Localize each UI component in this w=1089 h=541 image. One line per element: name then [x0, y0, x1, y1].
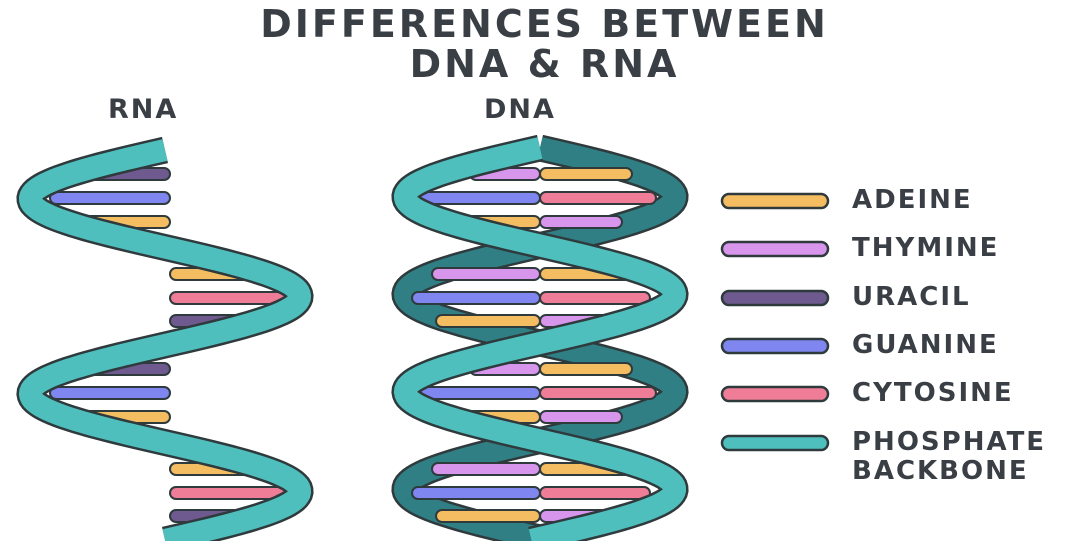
legend-swatch-uracil	[722, 291, 828, 305]
legend-label-backbone: BACKBONE	[852, 457, 1046, 486]
rna-helix	[30, 150, 300, 540]
legend-label-thymine: THYMINE	[852, 234, 999, 263]
legend-swatch-phosphate	[722, 436, 828, 450]
rna-phosphate-backbone	[30, 150, 300, 540]
rna-base-guanine	[50, 387, 170, 399]
legend-label-adenine: ADEINE	[852, 186, 973, 215]
dna-base-thymine	[540, 411, 622, 423]
legend-swatch-guanine	[722, 339, 828, 353]
dna-base-cytosine	[540, 387, 656, 399]
dna-base-adenine	[436, 510, 540, 522]
dna-base-pair	[412, 292, 650, 304]
dna-base-cytosine	[540, 292, 650, 304]
legend-swatch-thymine	[722, 242, 828, 256]
dna-base-cytosine	[540, 487, 650, 499]
legend-label-guanine: GUANINE	[852, 331, 999, 360]
dna-base-adenine	[436, 315, 540, 327]
dna-base-thymine	[540, 216, 622, 228]
legend-label-phosphate-backbone: PHOSPHATE BACKBONE	[852, 428, 1046, 486]
legend-swatch-cytosine	[722, 387, 828, 401]
legend-label-phosphate: PHOSPHATE	[852, 428, 1046, 457]
dna-base-pair	[412, 192, 656, 204]
dna-base-guanine	[412, 292, 540, 304]
dna-base-pair	[412, 387, 656, 399]
dna-phosphate-backbone	[405, 148, 675, 540]
dna-base-thymine	[432, 268, 540, 280]
dna-helix	[405, 148, 675, 540]
legend-swatch-adenine	[722, 194, 828, 208]
legend-label-cytosine: CYTOSINE	[852, 379, 1014, 408]
legend-label-uracil: URACIL	[852, 283, 971, 312]
dna-base-guanine	[412, 487, 540, 499]
dna-base-adenine	[540, 363, 632, 375]
dna-base-pair	[412, 487, 650, 499]
dna-base-cytosine	[540, 192, 656, 204]
dna-base-adenine	[540, 168, 632, 180]
rna-base-guanine	[50, 192, 170, 204]
dna-base-thymine	[432, 463, 540, 475]
legend-swatches	[722, 194, 828, 450]
